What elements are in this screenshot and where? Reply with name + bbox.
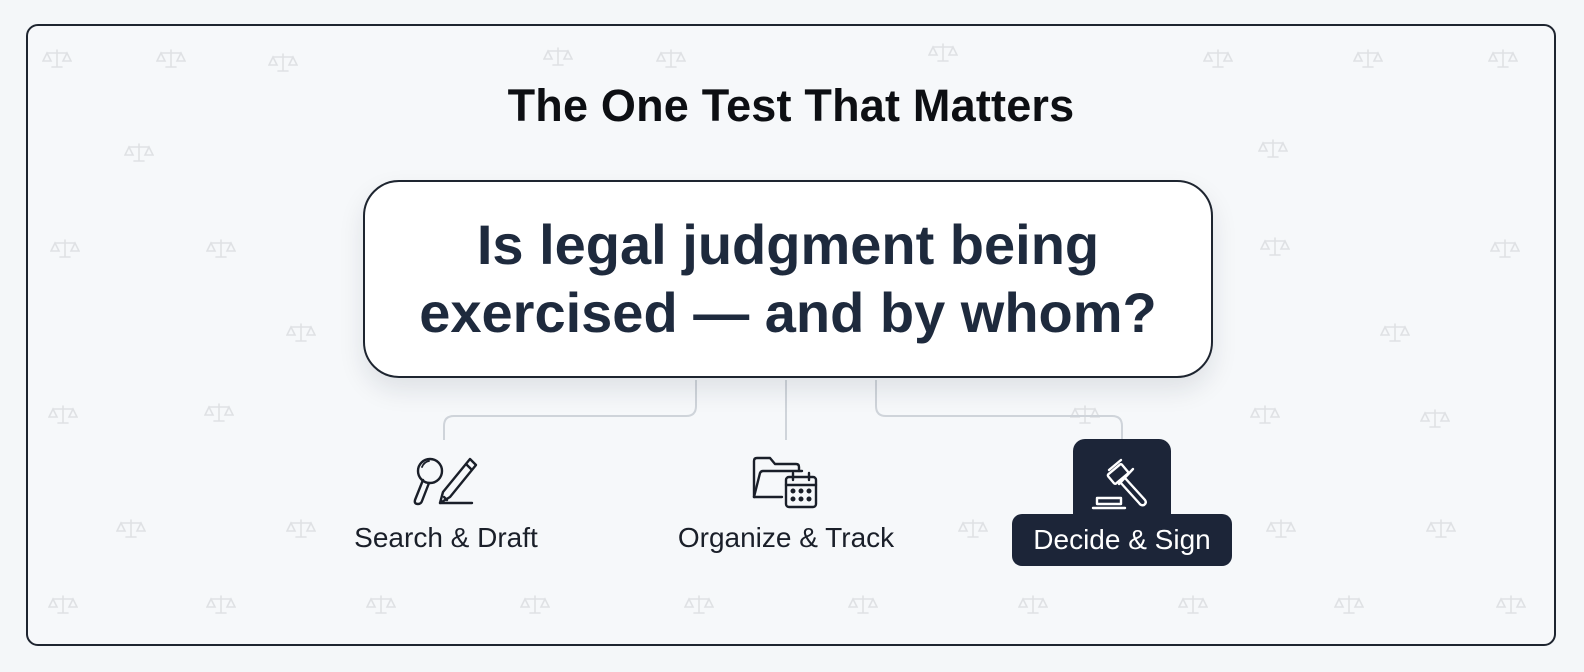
step-organize-track: Organize & Track [661,452,911,554]
connector-left [443,380,697,440]
connector-lines [443,380,1123,440]
step-label: Search & Draft [354,522,538,553]
page-title: The One Test That Matters [507,80,1075,131]
folder-calendar-icon [750,452,822,514]
magnifier-pen-icon [410,452,482,514]
step-label: Organize & Track [677,522,895,553]
step-decide-sign: Decide & Sign [1012,514,1232,566]
step-label: Decide & Sign [1033,524,1211,555]
gavel-icon [1089,454,1155,517]
question-line-1: Is legal judgment being [476,213,1100,276]
question-line-2: exercised — and by whom? [419,281,1157,344]
diagram-frame: The One Test That Matters Is legal judgm… [26,24,1556,646]
step-search-draft: Search & Draft [341,452,551,554]
question-card: Is legal judgment being exercised — and … [363,180,1213,378]
connector-right [875,380,1123,439]
